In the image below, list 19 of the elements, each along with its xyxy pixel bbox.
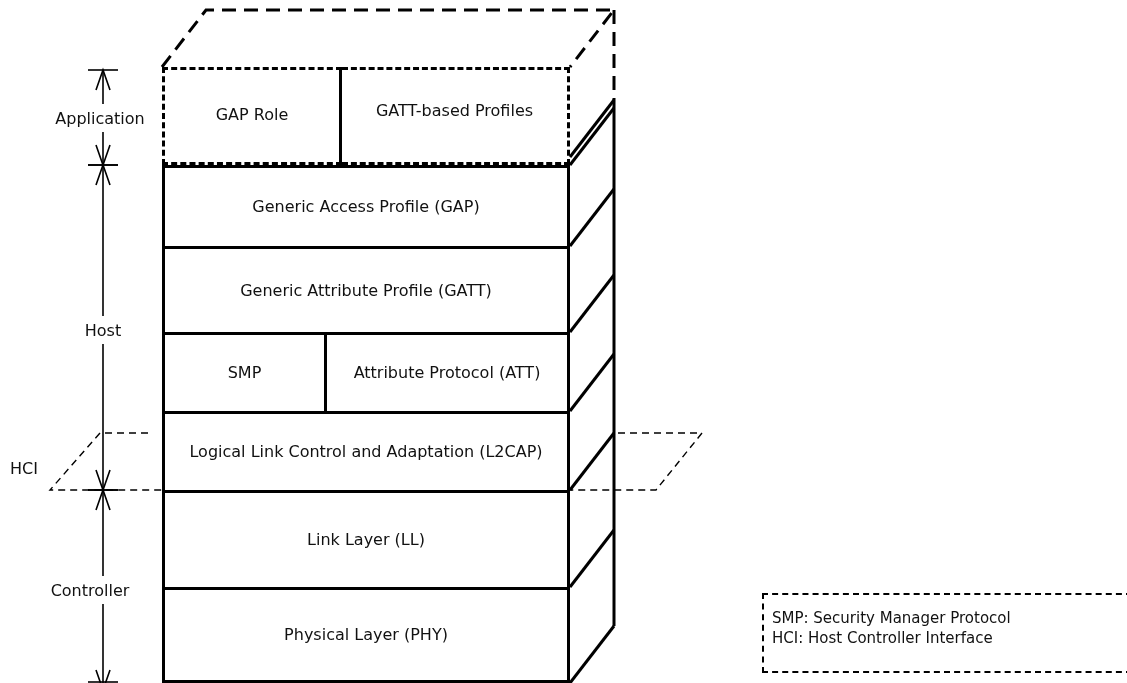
legend-text: SMP: Security Manager Protocol (772, 607, 1011, 628)
layer-box (342, 67, 570, 165)
layer-label: SMP (227, 362, 262, 384)
legend-text: HCI: Host Controller Interface (772, 628, 993, 649)
layer-label: Generic Access Profile (GAP) (252, 196, 480, 218)
layer-box (162, 490, 570, 590)
layer-box (162, 246, 570, 335)
legend-box (762, 593, 1127, 673)
layer-box (162, 165, 570, 249)
layer-label: Physical Layer (PHY) (284, 624, 448, 646)
layer-box (162, 411, 570, 493)
layer-label: Attribute Protocol (ATT) (353, 362, 541, 384)
layer-label: Link Layer (LL) (307, 529, 425, 551)
layer-box (162, 587, 570, 683)
layer-label: GAP Role (215, 104, 289, 126)
layer-label: Logical Link Control and Adaptation (L2CAP) (189, 441, 543, 463)
layer-label: Generic Attribute Profile (GATT) (240, 279, 492, 302)
layer-label: GATT-based Profiles (375, 100, 534, 122)
layer-box (162, 67, 342, 165)
